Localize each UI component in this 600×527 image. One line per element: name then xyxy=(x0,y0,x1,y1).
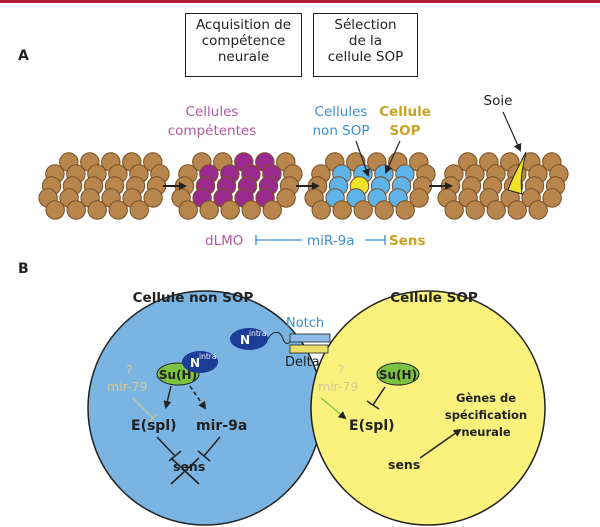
box-sop-selection: Sélection de la cellule SOP xyxy=(313,13,418,77)
arrow-sens-genes xyxy=(419,428,462,459)
inhibition-suh-espl-right xyxy=(372,386,386,406)
inhibition-espl-sens xyxy=(156,436,176,457)
label-competent-2: compétentes xyxy=(168,123,257,139)
epithelial-cell xyxy=(528,200,548,220)
epithelial-cell xyxy=(66,200,86,220)
title-sop-cell: Cellule SOP xyxy=(390,290,478,306)
notch-receptor-bar xyxy=(289,333,331,343)
top-accent-bar xyxy=(0,0,600,3)
right-espl-label: E(spl) xyxy=(349,418,395,434)
sens-cross-2 xyxy=(170,457,200,485)
epithelial-cell xyxy=(353,200,373,220)
epithelial-cell xyxy=(332,200,352,220)
box-sop-selection-line-1: Sélection xyxy=(334,17,397,33)
epithelium-sop-selection xyxy=(304,152,436,220)
label-non-sop-1: Cellules xyxy=(315,104,368,120)
epithelial-cell xyxy=(507,200,527,220)
membrane-nintra-sup: intra xyxy=(249,329,266,338)
notch-linker xyxy=(267,331,293,344)
left-mir79-question: ? xyxy=(126,363,132,377)
bristle-shape xyxy=(507,151,527,195)
epithelial-cell xyxy=(178,200,198,220)
arrow-mir79-espl-right xyxy=(320,397,347,420)
label-sop-2: SOP xyxy=(389,123,420,139)
epithelial-cell xyxy=(262,200,282,220)
label-mir9a: miR-9a xyxy=(307,233,354,249)
label-bristle: Soie xyxy=(484,93,513,109)
epithelial-cell xyxy=(374,200,394,220)
left-nintra-blob xyxy=(182,351,218,373)
box-neural-competence-line-3: neurale xyxy=(217,49,270,65)
genes-line-2: spécification xyxy=(445,408,527,422)
box-sop-selection-line-3: cellule SOP xyxy=(327,49,404,65)
epithelial-cell xyxy=(542,188,562,208)
epithelial-cell xyxy=(465,200,485,220)
epithelial-cell xyxy=(108,200,128,220)
genes-line-1: Gènes de xyxy=(456,391,516,405)
box-sop-selection-line-2: de la xyxy=(348,33,383,49)
left-suh-label: Su(H) xyxy=(159,368,197,382)
label-dlmo: dLMO xyxy=(205,233,243,249)
arrow-suh-mir9a-dashed xyxy=(189,385,207,410)
epithelial-cell xyxy=(220,200,240,220)
arrow-sop-pointer xyxy=(384,140,401,174)
label-sop-1: Cellule xyxy=(379,104,431,120)
epithelial-cell xyxy=(143,188,163,208)
epithelial-cell xyxy=(129,200,149,220)
membrane-nintra-n: N xyxy=(240,333,250,347)
label-competent-1: Cellules xyxy=(186,104,239,120)
left-mir79-label: mir-79 xyxy=(107,379,147,394)
title-non-sop-cell: Cellule non SOP xyxy=(133,290,254,306)
epithelium-naive xyxy=(38,152,170,220)
box-neural-competence-line-2: compétence xyxy=(201,33,286,49)
box-neural-competence: Acquisition de compétence neurale xyxy=(185,13,302,77)
left-espl-label: E(spl) xyxy=(131,418,177,434)
right-mir79-question: ? xyxy=(338,363,344,377)
left-mir9a-label: mir-9a xyxy=(196,418,247,434)
inhibition-espl-sens-bar xyxy=(168,450,182,462)
inhibition-suh-espl-right-bar xyxy=(366,400,380,410)
epithelial-cell xyxy=(486,200,506,220)
epithelial-cell xyxy=(241,200,261,220)
epithelium-competent xyxy=(171,152,303,220)
right-suh-label: Su(H) xyxy=(379,368,417,382)
inhibition-mir79-espl-left xyxy=(132,397,154,419)
arrow-suh-espl-left xyxy=(163,385,172,409)
panel-b-label: B xyxy=(18,261,29,277)
membrane-nintra-blob xyxy=(230,328,268,350)
box-neural-competence-line-1: Acquisition de xyxy=(195,17,292,33)
epithelial-cell xyxy=(45,200,65,220)
arrow-non-sop-pointer xyxy=(355,140,370,177)
label-non-sop-2: non SOP xyxy=(313,123,370,139)
right-sens-label: sens xyxy=(388,457,420,472)
arrow-bristle-pointer xyxy=(502,111,522,152)
epithelium-bristle xyxy=(437,151,569,220)
genes-line-3: neurale xyxy=(461,425,511,439)
inhibition-mir79-espl-left-bar xyxy=(148,413,158,423)
cell-sop xyxy=(310,290,546,526)
epithelial-cell xyxy=(87,200,107,220)
label-delta: Delta xyxy=(285,355,320,370)
right-mir79-label: mir-79 xyxy=(318,379,358,394)
left-nintra-n: N xyxy=(190,356,200,370)
epithelial-cell xyxy=(409,188,429,208)
epithelial-cell xyxy=(395,200,415,220)
label-notch: Notch xyxy=(286,316,324,331)
right-suh-blob xyxy=(376,362,420,386)
epithelial-cell xyxy=(444,200,464,220)
epithelial-cell xyxy=(311,200,331,220)
delta-ligand-bar xyxy=(289,344,329,354)
label-sens-a: Sens xyxy=(389,233,426,249)
inhibition-mir9a-sens-bar xyxy=(197,450,211,462)
left-nintra-sup: intra xyxy=(199,352,216,361)
epithelial-cell xyxy=(276,188,296,208)
epithelial-cell xyxy=(199,200,219,220)
panel-a-label: A xyxy=(18,48,29,64)
inhibition-mir9a-sens xyxy=(203,436,221,457)
